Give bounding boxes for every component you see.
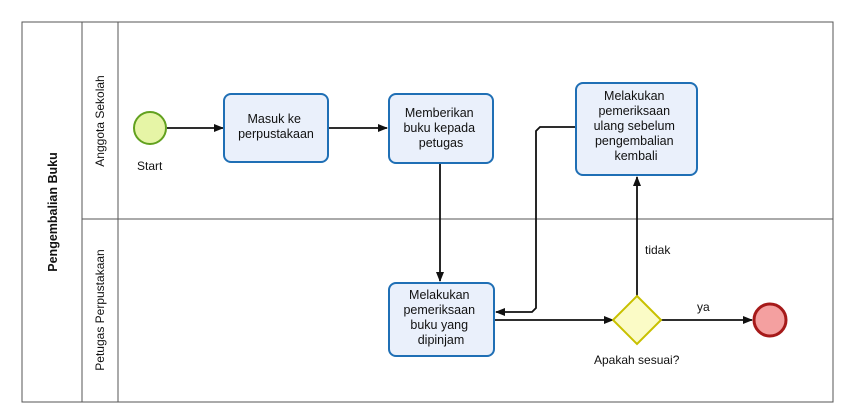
flow-label-ya: ya: [697, 300, 710, 314]
start-event-label: Start: [137, 159, 163, 173]
task-line: ulang sebelum: [594, 119, 675, 133]
task-line: Memberikan: [405, 106, 474, 120]
task-line: Melakukan: [604, 89, 664, 103]
task-line: Masuk ke: [248, 112, 302, 126]
task-line: kembali: [614, 149, 657, 163]
task-pemeriksaan-buku[interactable]: [388, 282, 495, 357]
pool-title: Pengembalian Buku: [46, 152, 60, 271]
task-line: pengembalian: [595, 134, 674, 148]
exclusive-gateway[interactable]: [611, 294, 663, 346]
task-pemeriksaan-ulang-text: Melakukan pemeriksaan ulang sebelum peng…: [594, 89, 679, 163]
task-line: petugas: [419, 136, 463, 150]
gateway-label: Apakah sesuai?: [594, 353, 680, 367]
task-pemeriksaan-buku-text: Melakukan pemeriksaan buku yang dipinjam: [403, 288, 478, 347]
task-line: buku kepada: [403, 121, 475, 135]
end-event[interactable]: [752, 302, 788, 338]
task-line: pemeriksaan: [598, 104, 670, 118]
start-event[interactable]: [133, 111, 167, 145]
task-line: Melakukan: [409, 288, 469, 302]
lane-title-petugas: Petugas Perpustakaan: [93, 249, 107, 370]
task-line: buku yang: [410, 318, 468, 332]
flow-label-tidak: tidak: [645, 243, 671, 257]
task-line: perpustakaan: [238, 127, 314, 141]
task-masuk-perpustakaan-text: Masuk ke perpustakaan: [238, 112, 314, 141]
task-line: dipinjam: [418, 333, 465, 347]
flow-memeriksa-ulang-to-memeriksa: [495, 126, 576, 316]
task-memberikan-buku-text: Memberikan buku kepada petugas: [403, 106, 478, 150]
task-pemeriksaan-ulang[interactable]: [575, 82, 698, 176]
task-masuk-perpustakaan[interactable]: [223, 93, 329, 163]
task-line: pemeriksaan: [403, 303, 475, 317]
sequence-flows: [167, 124, 753, 324]
lane-title-anggota: Anggota Sekolah: [93, 75, 107, 166]
task-memberikan-buku[interactable]: [388, 93, 494, 164]
